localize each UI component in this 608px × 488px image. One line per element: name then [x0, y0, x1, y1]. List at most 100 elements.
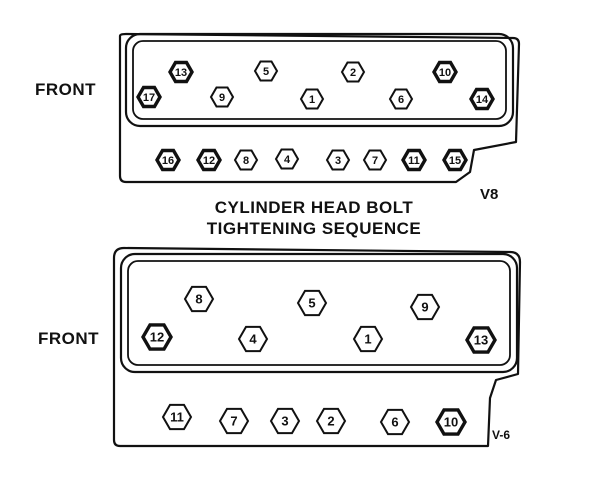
v8-head-outer-outline [118, 32, 521, 184]
v6-bolt-2: 2 [315, 407, 347, 435]
diagram-caption: CYLINDER HEAD BOLT TIGHTENING SEQUENCE [154, 197, 474, 239]
v8-bolt-17: 17 [136, 85, 162, 109]
bolt-hex-head [315, 407, 347, 435]
v8-engine-label: V8 [480, 186, 499, 203]
bolt-hex-head [362, 149, 388, 171]
bolt-number: 12 [150, 330, 164, 345]
v6-head-outer-outline [112, 246, 522, 448]
bolt-number: 6 [398, 94, 404, 106]
bolt-number: 4 [249, 332, 257, 347]
v6-bolt-5: 5 [296, 289, 328, 317]
caption-line-1: CYLINDER HEAD BOLT [214, 198, 414, 217]
bolt-hex-head [432, 60, 458, 84]
bolt-hex-head [269, 407, 301, 435]
bolt-number: 17 [143, 92, 155, 104]
bolt-hex-head [161, 403, 193, 431]
bolt-hex-head [196, 148, 222, 172]
v8-bolt-7: 7 [362, 149, 388, 171]
bolt-number: 16 [162, 155, 174, 167]
v6-bolt-1: 1 [352, 325, 384, 353]
bolt-number: 9 [219, 92, 225, 104]
bolt-hex-head [296, 289, 328, 317]
bolt-hex-head [168, 60, 194, 84]
v8-front-label: FRONT [35, 80, 97, 99]
bolt-number: 1 [309, 94, 315, 106]
bolt-hex-head [253, 60, 279, 82]
bolt-number: 8 [243, 155, 249, 167]
v8-lower-bolt-row: 16 12 8 4 3 7 11 15 [155, 148, 468, 172]
bolt-hex-head [183, 285, 215, 313]
v8-bolt-8: 8 [233, 149, 259, 171]
caption-line-2: TIGHTENING SEQUENCE [206, 219, 422, 238]
bolt-number: 2 [350, 67, 356, 79]
bolt-number: 10 [444, 415, 458, 430]
bolt-number: 6 [391, 415, 398, 430]
v6-bolt-12: 12 [141, 323, 173, 351]
bolt-number: 2 [327, 414, 334, 429]
v8-bolt-12: 12 [196, 148, 222, 172]
bolt-number: 5 [263, 66, 269, 78]
bolt-hex-head [379, 408, 411, 436]
bolt-number: 10 [439, 67, 451, 79]
bolt-hex-head [340, 61, 366, 83]
bolt-hex-head [388, 88, 414, 110]
v6-lower-bolt-row: 11 7 3 2 6 10 [161, 403, 467, 436]
bolt-number: 12 [203, 155, 215, 167]
bolt-number: 3 [281, 414, 288, 429]
v8-bolt-4: 4 [274, 148, 300, 170]
bolt-hex-head [136, 85, 162, 109]
v8-head-deck-outer [124, 32, 515, 128]
v8-bolt-16: 16 [155, 148, 181, 172]
bolt-number: 3 [335, 155, 341, 167]
v6-bolt-6: 6 [379, 408, 411, 436]
bolt-hex-head [233, 149, 259, 171]
v8-upper-bolt-row: 17 13 9 5 1 2 6 10 14 [136, 60, 495, 111]
bolt-number: 9 [421, 300, 428, 315]
bolt-hex-head [209, 86, 235, 108]
v6-bolt-9: 9 [409, 293, 441, 321]
bolt-number: 8 [195, 292, 202, 307]
v6-head-deck-inner [127, 260, 511, 366]
v6-bolt-3: 3 [269, 407, 301, 435]
bolt-hex-head [442, 148, 468, 172]
bolt-number: 14 [476, 94, 489, 106]
v8-head-deck-inner [132, 40, 507, 120]
v8-bolt-1: 1 [299, 88, 325, 110]
bolt-hex-head [465, 326, 497, 354]
v8-bolt-14: 14 [469, 87, 495, 111]
v6-bolt-7: 7 [218, 407, 250, 435]
bolt-hex-head [155, 148, 181, 172]
bolt-hex-head [409, 293, 441, 321]
v6-bolt-13: 13 [465, 326, 497, 354]
bolt-number: 13 [175, 67, 187, 79]
bolt-number: 11 [170, 410, 184, 425]
v6-bolt-10: 10 [435, 408, 467, 436]
v6-head-deck-outer [119, 252, 519, 374]
v6-bolt-4: 4 [237, 325, 269, 353]
bolt-number: 5 [308, 296, 315, 311]
bolt-hex-head [325, 149, 351, 171]
v6-cylinder-head [112, 246, 522, 448]
v6-bolt-8: 8 [183, 285, 215, 313]
v8-bolt-3: 3 [325, 149, 351, 171]
v8-bolt-13: 13 [168, 60, 194, 84]
bolt-hex-head [218, 407, 250, 435]
bolt-number: 4 [284, 154, 291, 166]
bolt-number: 15 [449, 155, 461, 167]
bolt-hex-head [435, 408, 467, 436]
v8-bolt-11: 11 [401, 148, 427, 172]
v8-bolt-9: 9 [209, 86, 235, 108]
v8-bolt-5: 5 [253, 60, 279, 82]
v6-upper-bolt-row: 12 8 4 5 1 9 13 [141, 285, 497, 354]
bolt-hex-head [299, 88, 325, 110]
bolt-number: 7 [230, 414, 237, 429]
bolt-hex-head [237, 325, 269, 353]
v8-bolt-15: 15 [442, 148, 468, 172]
bolt-number: 7 [372, 155, 378, 167]
v8-cylinder-head [118, 32, 521, 184]
bolt-hex-head [469, 87, 495, 111]
bolt-hex-head [274, 148, 300, 170]
v8-bolt-6: 6 [388, 88, 414, 110]
bolt-number: 13 [474, 333, 488, 348]
